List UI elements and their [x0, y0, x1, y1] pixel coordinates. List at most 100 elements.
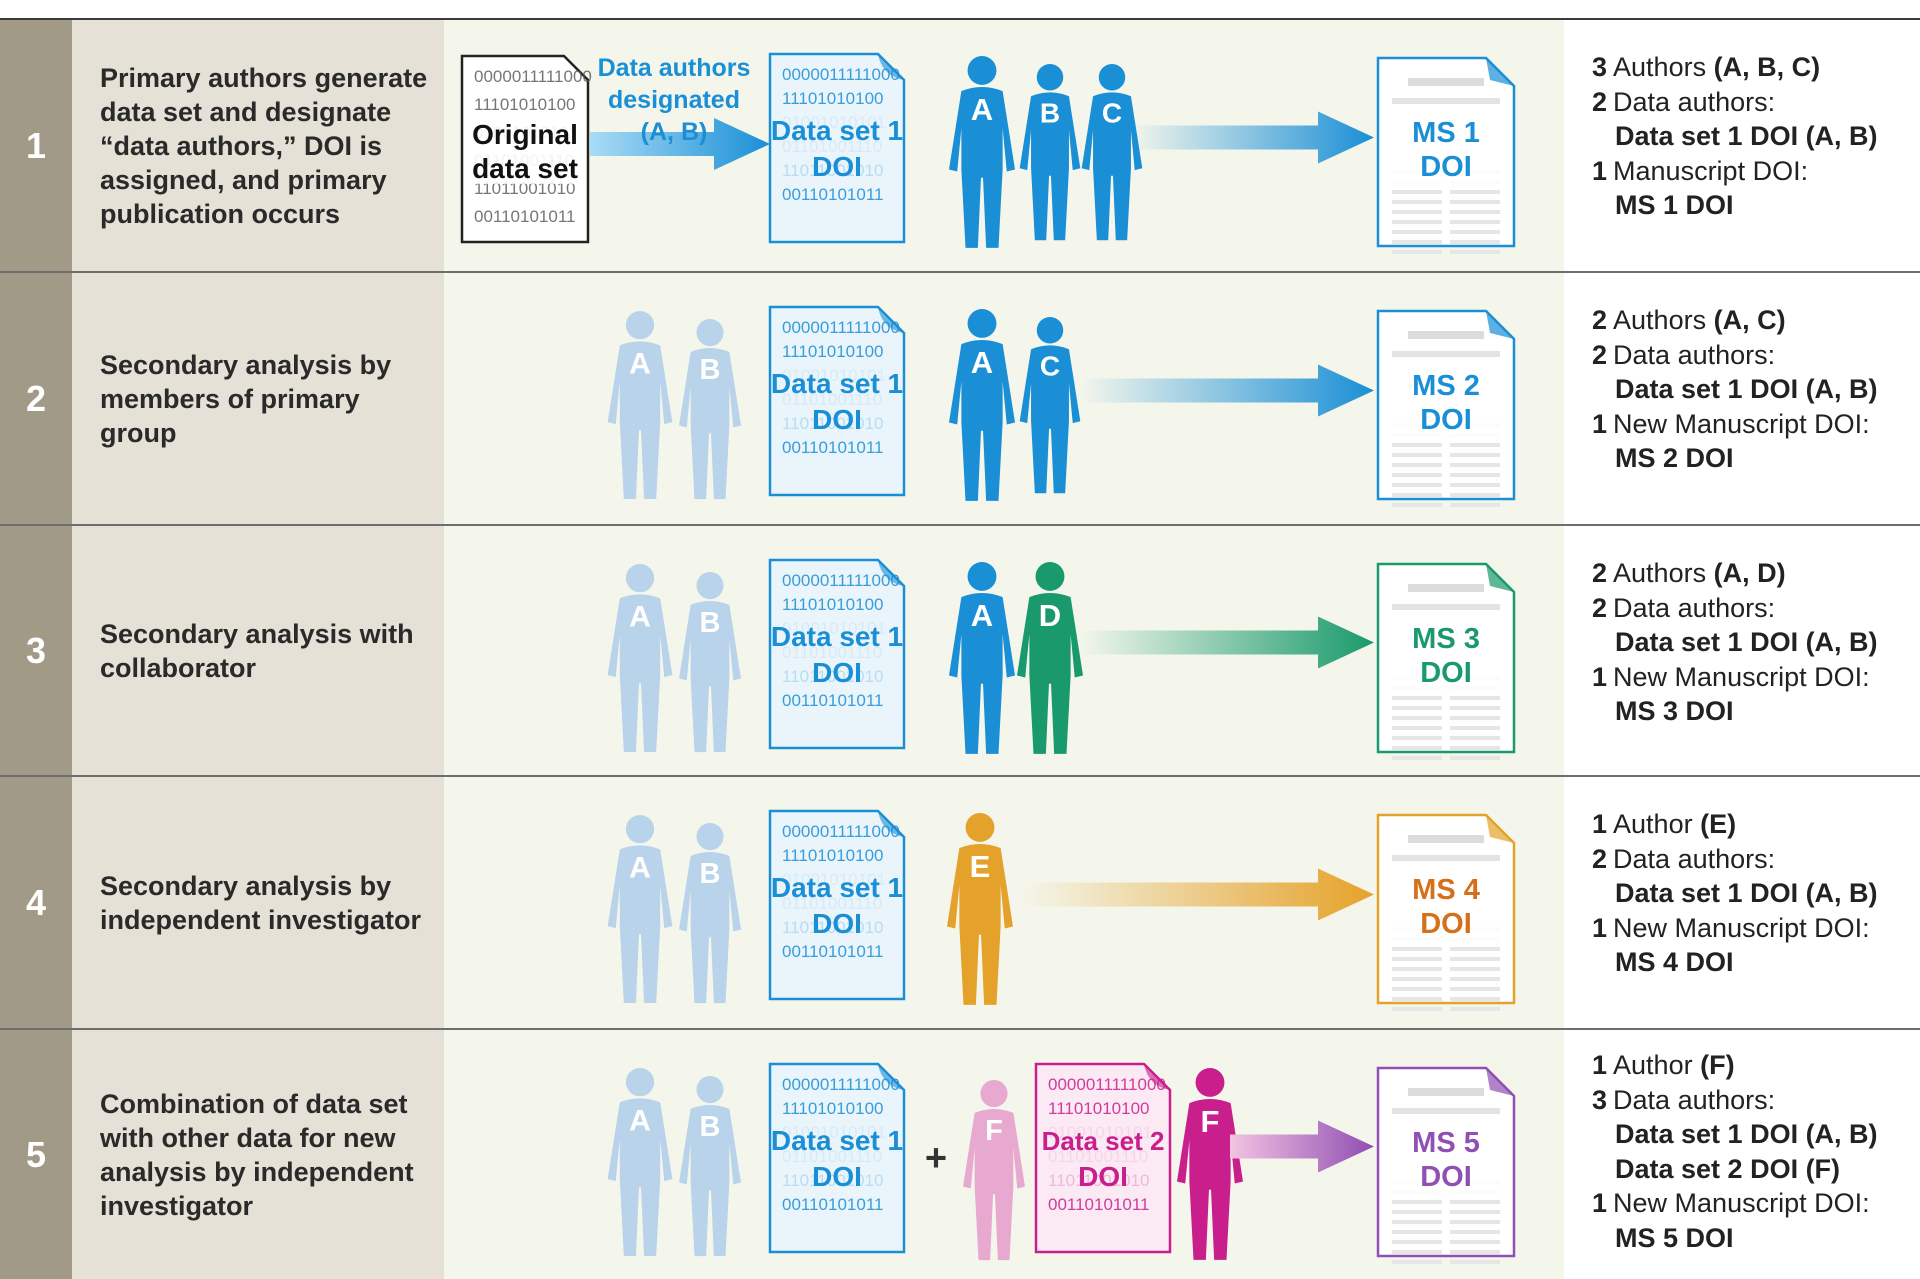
- binary-line: 00110101011: [782, 1195, 883, 1214]
- binary-line: 00110101011: [782, 438, 883, 457]
- summary-text: Data authors:: [1613, 1084, 1776, 1115]
- summary-detail: Data set 1 DOI (A, B): [1615, 878, 1878, 908]
- dataset2-doc-doi: DOI: [1078, 1161, 1128, 1192]
- row-5: 5 Combination of data set with other data…: [0, 1030, 1920, 1279]
- row-description-cell: Secondary analysis by members of primary…: [72, 273, 444, 524]
- dataset1-doc-title: Data set 1: [771, 115, 903, 146]
- row-description-cell: Primary authors generate data set and de…: [72, 20, 444, 271]
- dataset2-doc: 0000011111000111010101000100101010101101…: [1034, 1062, 1172, 1254]
- dataset1-doc-title: Data set 1: [771, 1125, 903, 1156]
- summary-text: New Manuscript DOI:: [1613, 661, 1870, 692]
- person-label-b: B: [1040, 98, 1060, 129]
- row-divider: [0, 775, 1920, 777]
- summary-count: 1: [1592, 1188, 1608, 1218]
- faded-person-b: B: [679, 572, 741, 753]
- summary-count: 2: [1592, 305, 1608, 335]
- row-number: 5: [25, 1133, 47, 1175]
- summary-authors: (A, D): [1713, 558, 1786, 588]
- faded-person-a: A: [607, 564, 673, 752]
- row-divider: [0, 524, 1920, 526]
- row-description: Combination of data set with other data …: [100, 1088, 414, 1221]
- row-description: Secondary analysis with collaborator: [100, 618, 414, 683]
- person-a: A: [948, 56, 1016, 248]
- dataset1-doc: 0000011111000111010101000100101010101101…: [768, 1062, 906, 1254]
- person-label-c: C: [1040, 351, 1060, 382]
- binary-line: 11101010100: [474, 95, 575, 114]
- person-label-b: B: [700, 607, 721, 639]
- dataset1-doc-doi: DOI: [812, 151, 862, 182]
- summary-detail: MS 2 DOI: [1615, 443, 1734, 473]
- summary-authors: (A, B, C): [1713, 52, 1821, 82]
- dataset2-doc-title: Data set 2: [1042, 1126, 1165, 1156]
- publication-arrow: [1130, 111, 1374, 164]
- person-f: F: [1176, 1068, 1244, 1260]
- person-c: C: [1081, 64, 1143, 241]
- manuscript-doc-doi: DOI: [1420, 908, 1472, 940]
- binary-line: 0000011111000: [782, 318, 900, 337]
- row-description-cell: Combination of data set with other data …: [72, 1030, 444, 1279]
- person-d: D: [1016, 562, 1084, 754]
- binary-line: 11101010100: [782, 89, 883, 108]
- summary-text: Data authors:: [1613, 843, 1776, 874]
- manuscript-doc-title: MS 2: [1412, 370, 1480, 402]
- row-number-cell: 4: [0, 777, 72, 1028]
- row-number-cell: 3: [0, 526, 72, 775]
- original-dataset-doc: 0000011111000111010101000100101010101101…: [460, 54, 592, 244]
- manuscript-doc-doi: DOI: [1420, 1161, 1472, 1193]
- person-label-c: C: [1102, 98, 1122, 129]
- manuscript-doc-title: MS 5: [1412, 1127, 1480, 1159]
- arrow-label-line2: designated: [608, 86, 740, 114]
- summary-text: Author: [1613, 1050, 1693, 1080]
- faded-person-a: A: [607, 815, 673, 1003]
- summary-detail: Data set 2 DOI (F): [1615, 1153, 1841, 1184]
- dataset1-doc-doi: DOI: [812, 908, 862, 939]
- person-label-b: B: [700, 1111, 721, 1143]
- summary-authors: (F): [1700, 1050, 1735, 1080]
- summary-count: 2: [1592, 558, 1608, 588]
- dataset1-doc-title: Data set 1: [771, 872, 903, 903]
- summary-count: 1: [1592, 1050, 1608, 1080]
- dataset1-doc: 0000011111000111010101000100101010101101…: [768, 809, 906, 1001]
- summary-count: 3: [1592, 52, 1608, 82]
- designation-arrow: [590, 118, 770, 170]
- row-divider: [0, 1028, 1920, 1030]
- summary-detail: MS 4 DOI: [1615, 947, 1734, 977]
- summary-text: Authors: [1613, 558, 1707, 588]
- arrow-label-line1: Data authors: [598, 54, 751, 82]
- publication-arrow: [1080, 364, 1374, 417]
- person-e: E: [946, 813, 1014, 1005]
- manuscript-doc-doi: DOI: [1420, 151, 1472, 183]
- faded-person-a: A: [607, 1068, 673, 1256]
- binary-line: 0000011111000: [782, 571, 900, 590]
- summary-count: 1: [1592, 408, 1608, 439]
- dataset1-doc: 0000011111000111010101000100101010101101…: [768, 52, 906, 244]
- person-b: B: [1019, 64, 1081, 241]
- binary-line: 0000011111000: [782, 65, 900, 84]
- original-dataset-title: Original: [472, 119, 578, 150]
- row-graphic: AB 00000111110001110101010001001010101011…: [607, 1062, 1516, 1264]
- person-label-b: B: [700, 858, 721, 890]
- binary-line: 00110101011: [1048, 1195, 1149, 1214]
- summary-count: 1: [1592, 661, 1608, 692]
- dataset1-doc-title: Data set 1: [771, 621, 903, 652]
- faded-person-b: B: [679, 1076, 741, 1257]
- person-label-a: A: [629, 852, 651, 885]
- binary-line: 0000011111000: [782, 1075, 900, 1094]
- row-description: Secondary analysis by independent invest…: [100, 870, 422, 935]
- summary-count: 1: [1592, 809, 1608, 839]
- person-label-a: A: [629, 348, 651, 381]
- summary-text: New Manuscript DOI:: [1613, 1188, 1870, 1218]
- row-number: 2: [25, 377, 47, 419]
- row-number-cell: 1: [0, 20, 72, 271]
